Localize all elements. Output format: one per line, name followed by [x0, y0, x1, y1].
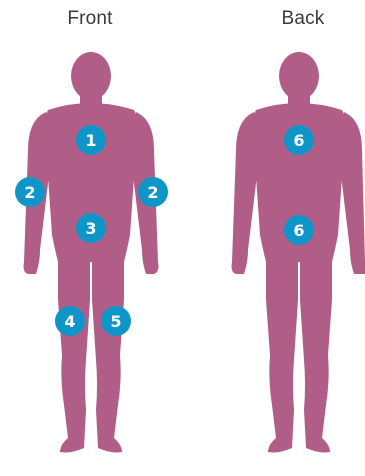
marker-back-lower-number: 6: [293, 221, 304, 240]
marker-front-abdomen-number: 3: [85, 219, 96, 238]
back-body-silhouette: [232, 52, 365, 453]
marker-front-chest: 1: [76, 125, 106, 155]
marker-front-left-thigh: 5: [101, 306, 131, 336]
marker-front-right-arm: 2: [15, 177, 45, 207]
marker-front-right-thigh: 4: [55, 306, 85, 336]
marker-front-abdomen: 3: [76, 213, 106, 243]
marker-back-upper: 6: [284, 125, 314, 155]
marker-front-right-thigh-number: 4: [64, 312, 75, 331]
marker-front-right-arm-number: 2: [24, 183, 35, 202]
marker-back-lower: 6: [284, 215, 314, 245]
marker-front-left-arm-number: 2: [147, 183, 158, 202]
marker-front-left-arm: 2: [138, 177, 168, 207]
marker-back-upper-number: 6: [293, 131, 304, 150]
marker-front-left-thigh-number: 5: [110, 312, 121, 331]
front-body-silhouette: [24, 52, 159, 453]
marker-front-chest-number: 1: [85, 131, 96, 150]
